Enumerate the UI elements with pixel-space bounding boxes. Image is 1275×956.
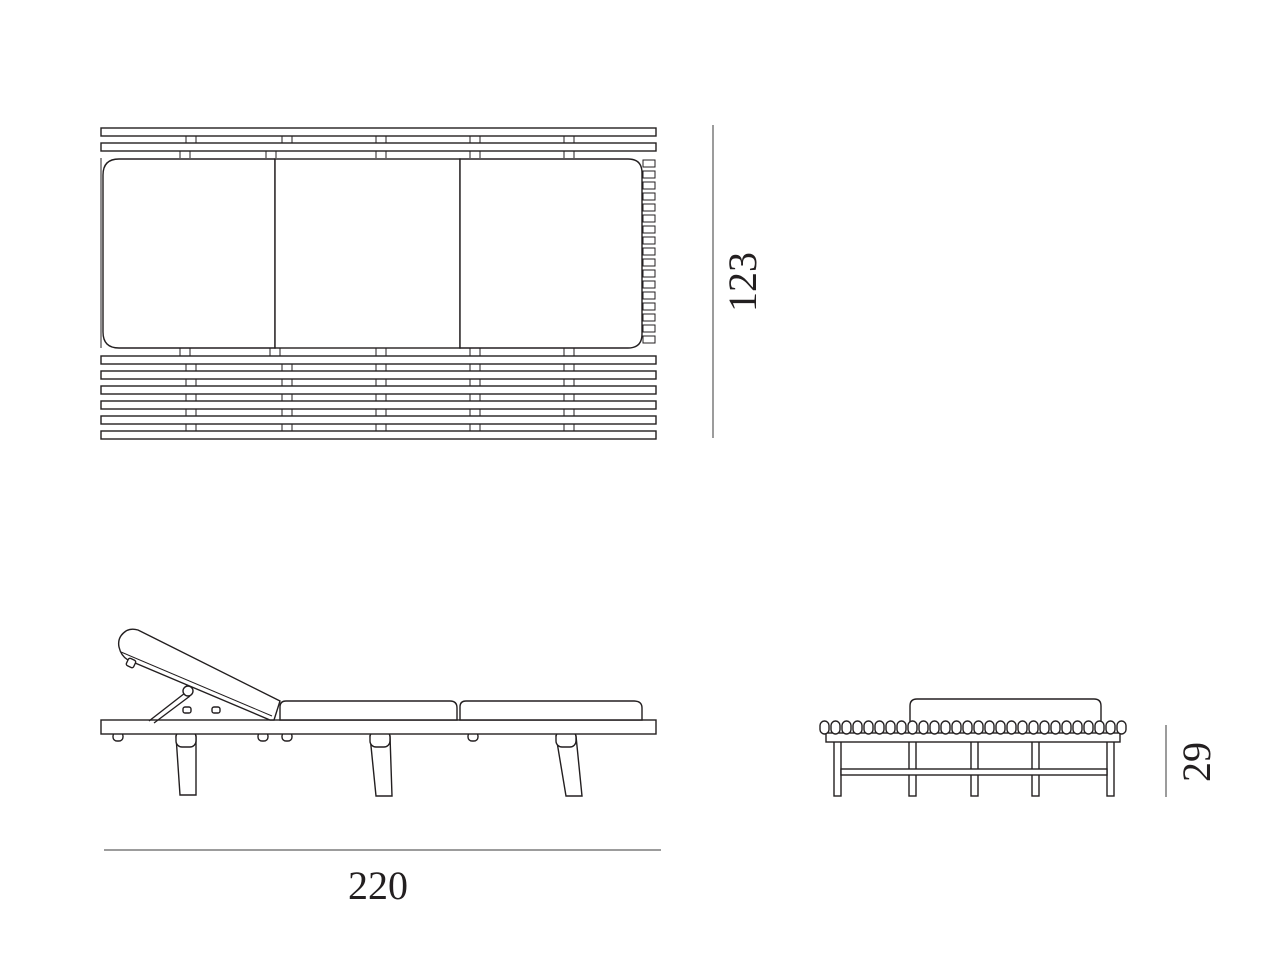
width-dimension: 123 bbox=[712, 125, 765, 438]
top-view-slat-ends bbox=[642, 159, 656, 344]
length-dimension-label: 220 bbox=[348, 863, 408, 908]
cushion-foot bbox=[459, 158, 643, 349]
front-view-frame bbox=[825, 732, 1121, 743]
side-view-backrest-seam bbox=[120, 651, 273, 717]
top-view-cushions bbox=[102, 158, 643, 349]
cushion-middle bbox=[274, 158, 461, 349]
side-view-brackets bbox=[182, 706, 221, 714]
height-dimension-label: 29 bbox=[1174, 742, 1219, 782]
front-view-slat-ends bbox=[819, 720, 1127, 735]
front-view bbox=[819, 698, 1127, 797]
top-view bbox=[100, 127, 657, 440]
side-view-strut bbox=[148, 685, 194, 724]
side-view-frame bbox=[100, 719, 657, 735]
side-view-backrest bbox=[117, 628, 281, 721]
front-view-legs bbox=[833, 739, 1115, 797]
top-view-crossbeams bbox=[179, 136, 575, 431]
front-view-cushion bbox=[909, 698, 1102, 722]
length-dimension: 220 bbox=[104, 849, 661, 908]
side-view-hinge bbox=[125, 657, 137, 669]
front-view-stretcher bbox=[840, 768, 1108, 776]
side-view-flat-cushions bbox=[279, 700, 643, 721]
top-view-slats bbox=[100, 127, 657, 440]
side-view-legs bbox=[175, 730, 583, 797]
side-view bbox=[100, 628, 657, 797]
cushion-head bbox=[102, 158, 276, 349]
width-dimension-label: 123 bbox=[720, 252, 765, 312]
height-dimension: 29 bbox=[1165, 725, 1219, 797]
